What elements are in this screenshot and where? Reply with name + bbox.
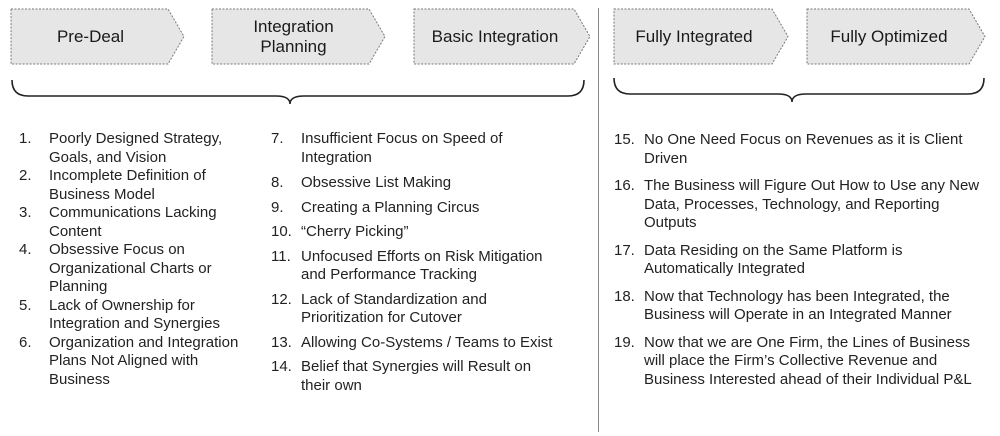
list-item: 7. Insufficient Focus on Speed of Integr… [271,130,561,167]
left-bracket [11,79,585,105]
item-text: Poorly Designed Strategy, Goals, and Vis… [49,130,223,166]
item-number: 13. [271,333,292,351]
stage-label: Fully Integrated [635,26,753,46]
item-text: Unfocused Efforts on Risk Mitigation and… [301,247,543,284]
list-item: 14. Belief that Synergies will Result on… [271,358,561,395]
list-item: 9. Creating a Planning Circus [271,199,561,218]
right-bracket [613,77,985,103]
stage-fully-integrated: Fully Integrated [613,8,789,65]
stage-fully-optimized: Fully Optimized [806,8,986,65]
list-column-1: 1. Poorly Designed Strategy, Goals, and … [19,130,254,389]
list-item: 16. The Business will Figure Out How to … [614,177,980,233]
item-text: Belief that Synergies will Result on the… [301,358,532,394]
item-number: 16. [614,177,635,194]
stage-integration-planning: Integration Planning [211,8,386,65]
item-text: No One Need Focus on Revenues as it is C… [644,131,963,167]
list-item: 4. Obsessive Focus on Organizational Cha… [19,241,254,297]
item-number: 1. [19,130,32,147]
item-text: “Cherry Picking” [301,223,409,240]
stage-pre-deal: Pre-Deal [10,8,185,65]
item-number: 8. [271,174,284,191]
item-text: Organization and Integration Plans Not A… [49,333,239,388]
chevron-shape [806,8,986,65]
list-item: 17. Data Residing on the Same Platform i… [614,242,980,279]
chevron-shape [211,8,386,65]
chevron-shape [613,8,789,65]
item-text: Communications Lacking Content [49,204,217,240]
list-column-3: 15. No One Need Focus on Revenues as it … [614,131,980,389]
item-number: 2. [19,167,32,184]
list-item: 13. Allowing Co-Systems / Teams to Exist [271,334,561,353]
item-number: 15. [614,131,635,148]
list-item: 19. Now that we are One Firm, the Lines … [614,334,980,390]
item-number: 14. [271,358,292,375]
list-item: 6. Organization and Integration Plans No… [19,334,254,390]
stage-label: Basic Integration [431,26,559,46]
list-item: 2. Incomplete Definition of Business Mod… [19,167,254,204]
item-text: Now that we are One Firm, the Lines of B… [644,333,972,388]
stage-label: Integration Planning [253,16,334,56]
list-item: 3. Communications Lacking Content [19,204,254,241]
list-item: 5. Lack of Ownership for Integration and… [19,297,254,334]
stage-label: Fully Optimized [830,26,948,46]
list-item: 15. No One Need Focus on Revenues as it … [614,131,980,168]
list-item: 1. Poorly Designed Strategy, Goals, and … [19,130,254,167]
stage-label: Pre-Deal [56,26,125,46]
item-text: Obsessive Focus on Organizational Charts… [49,241,212,295]
stage-basic-integration: Basic Integration [413,8,591,65]
item-number: 10. [271,223,292,240]
list-item: 10. “Cherry Picking” [271,223,561,242]
section-divider [598,8,599,432]
chevron-shape [10,8,185,65]
list-column-2: 7. Insufficient Focus on Speed of Integr… [271,130,561,395]
item-number: 11. [271,247,291,265]
item-number: 7. [271,130,284,147]
list-item: 12. Lack of Standardization and Prioriti… [271,291,561,328]
item-number: 12. [271,290,292,308]
item-number: 9. [271,198,284,216]
item-text: The Business will Figure Out How to Use … [644,177,980,231]
item-number: 3. [19,204,32,221]
list-item: 18. Now that Technology has been Integra… [614,288,980,325]
item-text: Insufficient Focus on Speed of Integrati… [301,130,503,166]
chevron-shape [413,8,591,65]
item-text: Now that Technology has been Integrated,… [644,287,952,324]
item-number: 19. [614,333,635,351]
item-text: Lack of Standardization and Prioritizati… [301,290,487,327]
item-text: Creating a Planning Circus [301,198,480,216]
item-number: 18. [614,287,635,305]
item-number: 4. [19,241,32,258]
item-number: 5. [19,296,32,314]
item-number: 17. [614,241,635,259]
item-text: Data Residing on the Same Platform is Au… [644,241,903,278]
item-number: 6. [19,333,32,351]
item-text: Obsessive List Making [301,174,452,191]
item-text: Incomplete Definition of Business Model [49,167,206,203]
item-text: Lack of Ownership for Integration and Sy… [49,296,220,333]
list-item: 11. Unfocused Efforts on Risk Mitigation… [271,248,561,285]
item-text: Allowing Co-Systems / Teams to Exist [301,333,553,351]
list-item: 8. Obsessive List Making [271,174,561,193]
